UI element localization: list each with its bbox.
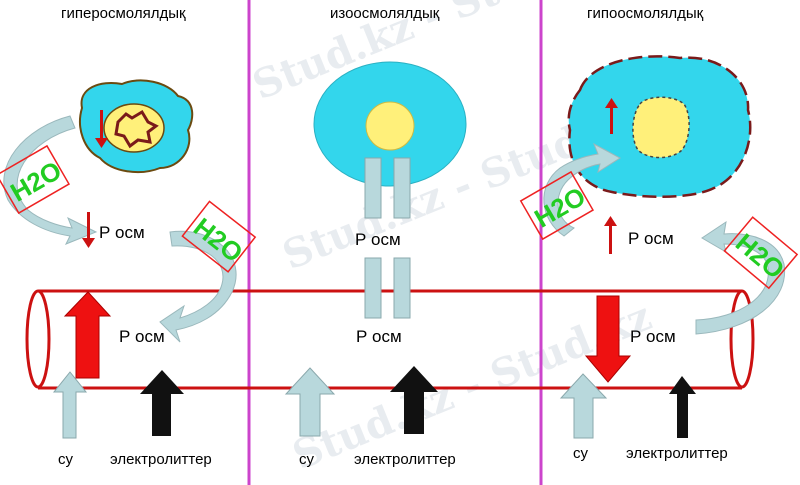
red-up-arrow-mid xyxy=(604,216,617,254)
water-up-arrow xyxy=(284,367,336,437)
red-up-arrow-big xyxy=(63,291,112,379)
panel-title-iso: изоосмолялдық xyxy=(330,5,440,22)
p-osm-upper-hypo: Р осм xyxy=(628,229,674,248)
panel-hypoosmolal: гипоосмолялдық H2O Р осм H2O xyxy=(519,5,799,462)
equilibrium-bar-left-upper xyxy=(364,157,382,219)
water-curve-arrow-left xyxy=(3,115,98,245)
electrolytes-up-arrow xyxy=(669,376,696,438)
electrolytes-up-arrow xyxy=(140,370,184,436)
equilibrium-bar-left-lower xyxy=(364,257,382,319)
h2o-label-hypo-2: H2O xyxy=(723,216,799,290)
p-osm-vessel-hyper: Р осм xyxy=(119,327,165,346)
p-osm-vessel-iso: Р осм xyxy=(356,327,402,346)
panel-title-hyper: гиперосмолялдық xyxy=(61,5,186,22)
label-electrolytes-hyper: электролиттер xyxy=(110,451,212,468)
label-water-iso: су xyxy=(299,451,315,468)
red-down-arrow-small xyxy=(95,110,108,148)
nucleus-wrinkled xyxy=(114,109,159,149)
panel-title-hypo: гипоосмолялдық xyxy=(587,5,704,22)
red-down-arrow-mid xyxy=(82,212,95,248)
p-osm-upper-iso: Р осм xyxy=(355,230,401,249)
p-osm-vessel-hypo: Р осм xyxy=(630,327,676,346)
label-electrolytes-iso: электролиттер xyxy=(354,451,456,468)
label-electrolytes-hypo: электролиттер xyxy=(626,445,728,462)
water-curve-arrow-right-hypo xyxy=(695,220,786,335)
water-curve-arrow-into-cell xyxy=(543,142,621,237)
panel-hyperosmolal: гиперосмолялдық H2O Р осм xyxy=(0,5,257,468)
red-up-arrow-small xyxy=(605,98,618,134)
cell-shrunken xyxy=(79,79,194,174)
p-osm-upper-hyper: Р осм xyxy=(99,223,145,242)
equilibrium-bar-right-upper xyxy=(393,157,411,219)
water-up-arrow xyxy=(52,371,88,439)
panel-isoosmolal: изоосмолялдық Р осм Р осм су электролитт… xyxy=(284,5,467,468)
label-water-hypo: су xyxy=(573,445,589,462)
label-water-hyper: су xyxy=(58,451,74,468)
cell-normal xyxy=(313,61,467,187)
water-up-arrow xyxy=(559,373,608,439)
cell-swollen xyxy=(567,55,752,199)
equilibrium-bar-right-lower xyxy=(393,257,411,319)
electrolytes-up-arrow xyxy=(390,366,438,434)
red-down-arrow-big xyxy=(584,295,632,383)
